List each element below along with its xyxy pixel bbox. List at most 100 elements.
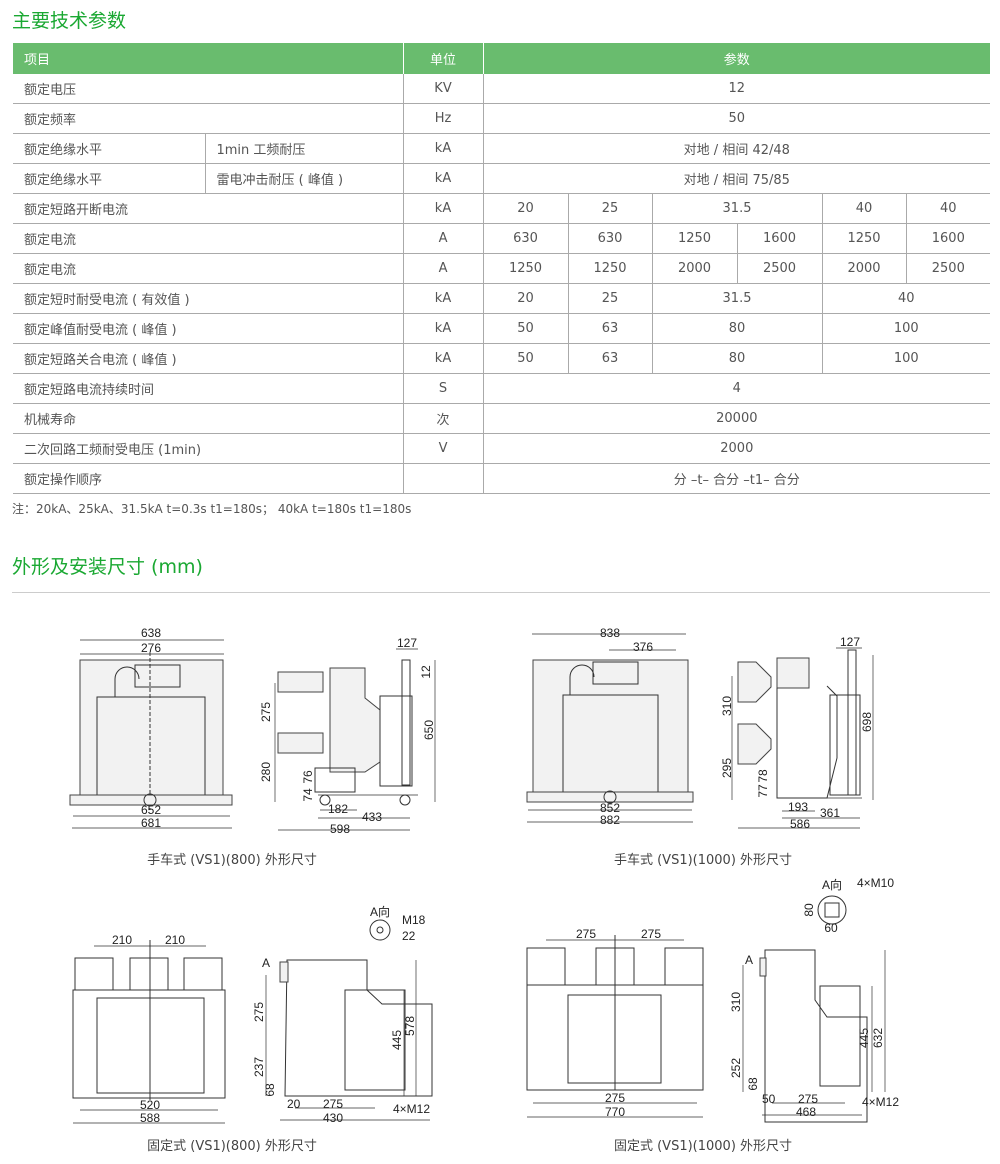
drawing-fixed-800-front [72, 940, 226, 1124]
dim-label: A [745, 953, 753, 967]
dim-label: 4×M12 [862, 1095, 899, 1109]
drawing-fixed-1000-front [526, 935, 704, 1118]
row-value: 31.5 [652, 193, 823, 224]
dim-label: 20 [287, 1097, 301, 1111]
row-value: 50 [483, 313, 569, 344]
dim-label: 60 [824, 921, 838, 935]
row-unit: S [403, 373, 484, 404]
dim-label: 632 [871, 1028, 885, 1048]
dim-label: 12 [419, 665, 433, 679]
row-item: 额定电流 [13, 223, 404, 254]
row-value: 63 [568, 343, 653, 374]
divider [12, 592, 990, 593]
row-unit: kA [403, 313, 484, 344]
row-unit [403, 463, 484, 494]
row-item: 额定绝缘水平 [13, 163, 206, 194]
row-value: 1600 [737, 223, 823, 254]
dim-label: 182 [328, 802, 348, 816]
row-value: 分 –t– 合分 –t1– 合分 [483, 463, 991, 494]
dim-label: 275 [323, 1097, 343, 1111]
row-item: 机械寿命 [13, 403, 404, 434]
dim-label: 652 [141, 803, 161, 817]
header-item: 项目 [13, 43, 404, 74]
drawing-caption: 固定式 (VS1)(1000) 外形尺寸 [614, 1139, 792, 1154]
row-value: 1250 [483, 253, 569, 284]
row-value: 20000 [483, 403, 991, 434]
row-value: 2000 [822, 253, 907, 284]
row-unit: kA [403, 193, 484, 224]
dim-label: 50 [762, 1092, 776, 1106]
row-unit: A [403, 223, 484, 254]
row-value: 1600 [906, 223, 991, 254]
dim-label: 78 [756, 769, 770, 783]
row-unit: Hz [403, 103, 484, 134]
row-item: 额定峰值耐受电流 ( 峰值 ) [13, 313, 404, 344]
dim-label: 77 [756, 784, 770, 798]
header-unit: 单位 [403, 43, 484, 74]
row-item: 二次回路工频耐受电压 (1min) [13, 433, 404, 464]
dim-label: 586 [790, 817, 810, 831]
dim-label: 852 [600, 801, 620, 815]
dim-label: 76 [301, 770, 315, 784]
drawing-caption: 手车式 (VS1)(800) 外形尺寸 [147, 852, 317, 868]
section-title-dimensions: 外形及安装尺寸 (mm) [12, 556, 203, 578]
dim-label: 74 [301, 788, 315, 802]
dim-label: 210 [112, 933, 132, 947]
row-unit: 次 [403, 403, 484, 434]
row-value: 50 [483, 103, 991, 134]
dim-label: M18 [402, 913, 426, 927]
dim-label: 430 [323, 1111, 343, 1125]
dim-label: 275 [252, 1002, 266, 1022]
drawing-fixed-800-side [265, 919, 433, 1121]
row-unit: KV [403, 74, 484, 104]
dim-label: 310 [720, 696, 734, 716]
row-value: 2000 [483, 433, 991, 464]
dim-label: A [262, 956, 270, 970]
row-value: 对地 / 相间 42/48 [483, 133, 991, 164]
row-value: 100 [822, 343, 991, 374]
row-value: 4 [483, 373, 991, 404]
dim-label: 588 [140, 1111, 160, 1125]
row-value: 1250 [822, 223, 907, 254]
row-value: 80 [652, 343, 823, 374]
dimension-drawings: 638 276 652 681 127 12 275 280 650 76 74… [69, 626, 899, 1154]
row-item: 额定电流 [13, 253, 404, 284]
row-value: 100 [822, 313, 991, 344]
row-subitem: 雷电冲击耐压 ( 峰值 ) [205, 163, 404, 194]
dim-label: 698 [860, 712, 874, 732]
drawing-handcart-800-side [274, 648, 436, 831]
dim-label: 68 [746, 1077, 760, 1091]
dim-label: 275 [259, 702, 273, 722]
row-value: 40 [822, 193, 907, 224]
dim-label: 445 [857, 1028, 871, 1048]
dim-label: A向 [370, 904, 390, 919]
dim-label: 770 [605, 1105, 625, 1119]
drawing-fixed-1000-side [742, 895, 886, 1123]
section-title-specs: 主要技术参数 [12, 10, 127, 32]
dim-label: 468 [796, 1105, 816, 1119]
row-item: 额定短路开断电流 [13, 193, 404, 224]
dim-label: 310 [729, 992, 743, 1012]
dim-label: 275 [605, 1091, 625, 1105]
row-value: 12 [483, 74, 991, 104]
row-unit: kA [403, 163, 484, 194]
row-unit: kA [403, 343, 484, 374]
row-subitem: 1min 工频耐压 [205, 133, 404, 164]
row-item: 额定短路电流持续时间 [13, 373, 404, 404]
dim-label: 193 [788, 800, 808, 814]
row-value: 20 [483, 283, 569, 314]
dim-label: 127 [397, 636, 417, 650]
drawing-handcart-1000-side [731, 647, 874, 829]
dim-label: 80 [802, 903, 816, 917]
row-value: 25 [568, 193, 653, 224]
